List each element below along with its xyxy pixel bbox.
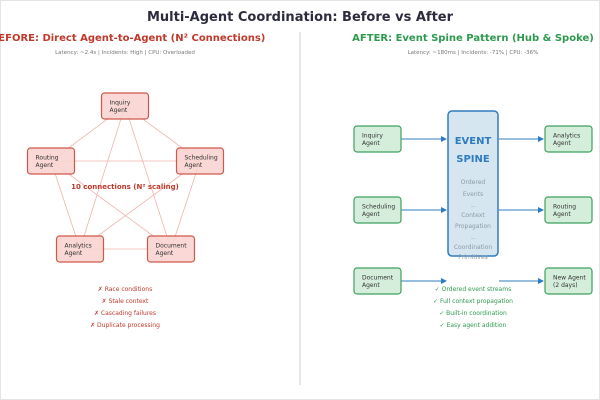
connection-line (170, 160, 201, 250)
agent-label: Agent (156, 250, 174, 257)
spine-item: Ordered (461, 179, 486, 186)
agent-label: Agent (553, 211, 571, 218)
agent-label: (2 days) (553, 282, 578, 289)
connection-line (50, 160, 81, 250)
agent-label: Inquiry (362, 133, 383, 140)
spine-item: Propagation (455, 223, 491, 230)
problem-item: ✗ Duplicate processing (90, 322, 160, 329)
benefit-item: ✓ Easy agent addition (440, 322, 507, 329)
problems-list: ✗ Race conditions ✗ Stale context ✗ Casc… (90, 286, 160, 329)
agent-label: Routing (553, 204, 576, 211)
problem-item: ✗ Stale context (102, 298, 149, 305)
before-stats: Latency: ~2.4s | Incidents: High | CPU: … (55, 50, 195, 56)
spine-item: Events (463, 191, 483, 198)
benefits-list: ✓ Ordered event streams ✓ Full context p… (433, 286, 513, 329)
agent-label: Agent (185, 162, 203, 169)
agent-label: Agent (362, 282, 380, 289)
problem-item: ✗ Cascading failures (94, 310, 156, 317)
spine-item: --- (471, 236, 476, 241)
after-heading: AFTER: Event Spine Pattern (Hub & Spoke) (352, 33, 594, 44)
after-stats: Latency: ~180ms | Incidents: -71% | CPU:… (408, 50, 539, 56)
main-title: Multi-Agent Coordination: Before vs Afte… (147, 10, 454, 25)
spoke-arrows (401, 136, 544, 284)
agent-label: Analytics (65, 243, 92, 250)
spine-title: SPINE (456, 154, 490, 165)
agent-label: Analytics (553, 133, 580, 140)
agent-node: New Agent(2 days) (544, 267, 593, 295)
connection-line (50, 160, 172, 250)
agent-label: Agent (65, 250, 83, 257)
spine-item: Coordination (454, 244, 493, 251)
agent-label: Agent (36, 162, 54, 169)
agent-label: Inquiry (110, 100, 131, 107)
agent-label: Document (156, 243, 188, 250)
spine-title: EVENT (455, 136, 492, 147)
agent-label: Document (362, 275, 394, 282)
agent-label: Agent (553, 140, 571, 147)
agent-label: Routing (36, 155, 59, 162)
before-heading: BEFORE: Direct Agent-to-Agent (N² Connec… (0, 33, 265, 44)
benefit-item: ✓ Ordered event streams (435, 286, 511, 293)
spine-item: Primitives (458, 254, 488, 261)
agent-label: Agent (362, 211, 380, 218)
spine-item: --- (471, 204, 476, 209)
connection-line (124, 105, 172, 250)
connection-line (79, 105, 126, 250)
agent-label: Scheduling (185, 155, 218, 162)
agent-label: New Agent (553, 275, 586, 282)
agent-label: Agent (110, 107, 128, 114)
connection-line (79, 160, 201, 250)
connections-label: 10 connections (N² scaling) (71, 183, 179, 191)
agent-label: Agent (362, 140, 380, 147)
benefit-item: ✓ Built-in coordination (439, 310, 507, 317)
problem-item: ✗ Race conditions (98, 286, 152, 293)
agent-label: Scheduling (362, 204, 395, 211)
benefit-item: ✓ Full context propagation (433, 298, 513, 305)
spine-item: Context (461, 212, 485, 219)
